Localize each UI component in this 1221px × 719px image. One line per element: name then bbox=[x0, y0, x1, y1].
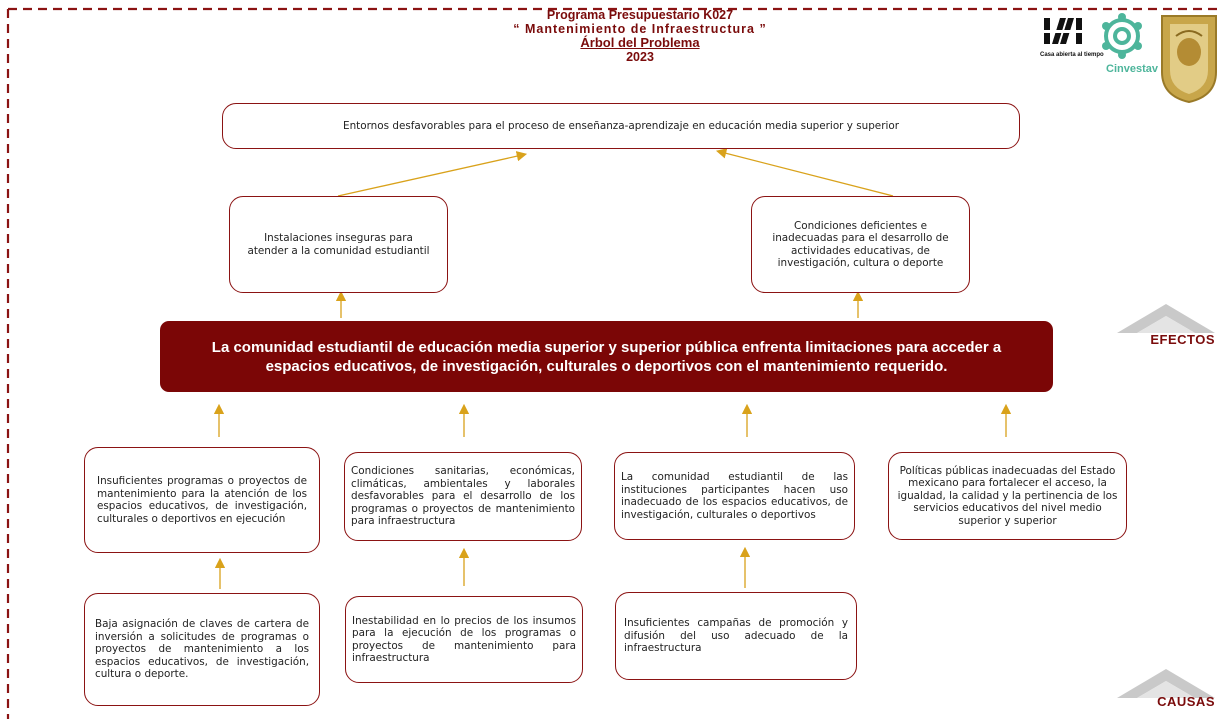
causes-label: CAUSAS bbox=[1157, 694, 1215, 709]
effects-chevron-icon bbox=[1117, 304, 1215, 333]
effects-label: EFECTOS bbox=[1150, 332, 1215, 347]
effect-top-text: Entornos desfavorables para el proceso d… bbox=[343, 119, 899, 132]
cause-text-2: Condiciones sanitarias, económicas, clim… bbox=[351, 465, 575, 528]
cause-box-4: Políticas públicas inadecuadas del Estad… bbox=[888, 452, 1127, 540]
subcause-box-3: Insuficientes campañas de promoción y di… bbox=[615, 592, 857, 680]
cinvestav-caption: Cinvestav bbox=[1106, 63, 1158, 75]
year-label: 2023 bbox=[626, 50, 654, 64]
subcause-box-1: Baja asignación de claves de cartera de … bbox=[84, 593, 320, 706]
cause-text-4: Políticas públicas inadecuadas del Estad… bbox=[897, 464, 1118, 527]
uam-logo-icon bbox=[1044, 18, 1082, 44]
uam-caption: Casa abierta al tiempo bbox=[1040, 52, 1104, 58]
program-title: Programa Presupuestario K027 bbox=[546, 8, 734, 22]
arrow-right-effect-to-top bbox=[715, 148, 894, 197]
institution-logos: Casa abierta al tiempo Cinvestav bbox=[1040, 12, 1220, 104]
causes-badge: CAUSAS bbox=[1111, 665, 1221, 713]
central-problem: La comunidad estudiantil de educación me… bbox=[160, 321, 1053, 392]
effect-right-box: Condiciones deficientes e inadecuadas pa… bbox=[751, 196, 970, 293]
subcause-box-2: Inestabilidad en lo precios de los insum… bbox=[345, 596, 583, 683]
cause-text-3: La comunidad estudiantil de las instituc… bbox=[621, 471, 848, 521]
title-block: Programa Presupuestario K027 “ Mantenimi… bbox=[380, 8, 900, 64]
unam-seal-icon bbox=[1161, 15, 1217, 104]
effect-right-text: Condiciones deficientes e inadecuadas pa… bbox=[772, 219, 949, 270]
effect-top-box: Entornos desfavorables para el proceso d… bbox=[222, 103, 1020, 149]
central-problem-text: La comunidad estudiantil de educación me… bbox=[211, 338, 1002, 375]
cinvestav-logo-icon bbox=[1102, 13, 1142, 59]
subcause-text-3: Insuficientes campañas de promoción y di… bbox=[624, 617, 848, 655]
program-subtitle: “ Mantenimiento de Infraestructura ” bbox=[513, 22, 767, 36]
cause-box-1: Insuficientes programas o proyectos de m… bbox=[84, 447, 320, 553]
cause-box-3: La comunidad estudiantil de las instituc… bbox=[614, 452, 855, 540]
causes-chevron-icon bbox=[1117, 669, 1215, 698]
effect-left-box: Instalaciones inseguras para atender a l… bbox=[229, 196, 448, 293]
cause-box-2: Condiciones sanitarias, económicas, clim… bbox=[344, 452, 582, 541]
cause-text-1: Insuficientes programas o proyectos de m… bbox=[97, 475, 307, 525]
effect-left-text: Instalaciones inseguras para atender a l… bbox=[247, 232, 430, 257]
subcause-text-1: Baja asignación de claves de cartera de … bbox=[95, 618, 309, 681]
effects-badge: EFECTOS bbox=[1111, 300, 1221, 348]
subcause-text-2: Inestabilidad en lo precios de los insum… bbox=[352, 614, 576, 665]
arrow-left-effect-to-top bbox=[337, 151, 528, 197]
diagram-title: Árbol del Problema bbox=[580, 35, 700, 50]
